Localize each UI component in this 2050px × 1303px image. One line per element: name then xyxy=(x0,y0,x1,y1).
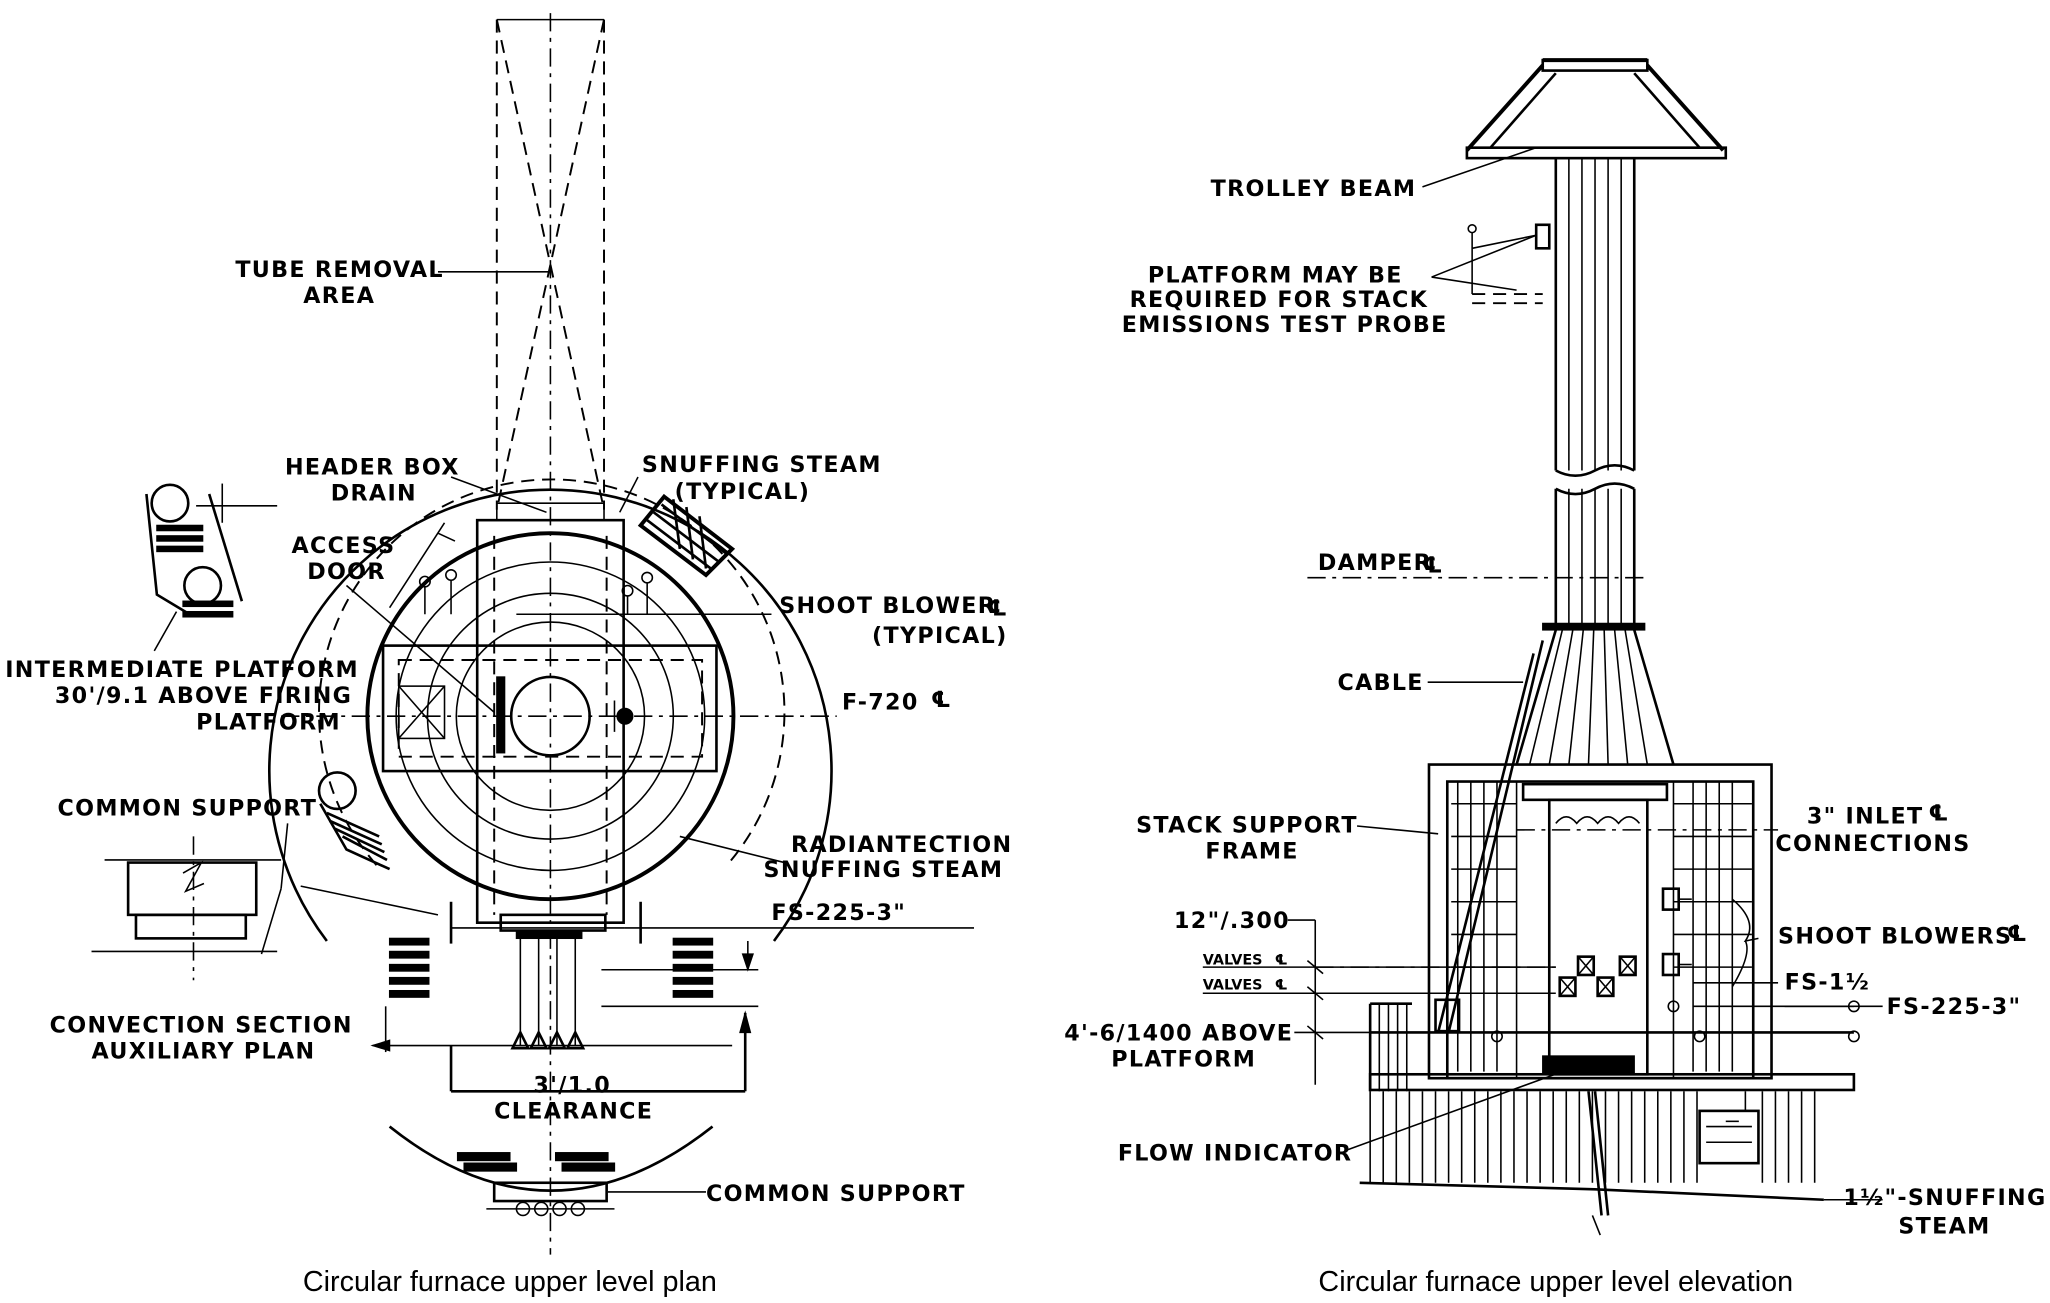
label-access-door: DOOR xyxy=(307,559,386,585)
label-header-box-drain: DRAIN xyxy=(331,481,417,507)
shoot-blower-pins xyxy=(418,569,654,615)
label-shoot-blower-typical: (TYPICAL) xyxy=(872,623,1008,649)
elevation-caption: Circular furnace upper level elevation xyxy=(1318,1266,1793,1298)
label-trolley-beam: TROLLEY BEAM xyxy=(1211,176,1417,202)
label-intermediate-platform: INTERMEDIATE PLATFORM xyxy=(5,657,359,683)
label-above-platform: 4'-6/1400 ABOVE xyxy=(1064,1020,1293,1046)
label-radiantection: RADIANTECTION xyxy=(791,832,1012,858)
label-shoot-blowers: SHOOT BLOWERS xyxy=(1778,924,2012,950)
centerline-symbol: ℄ xyxy=(1275,953,1288,969)
label-access: ACCESS xyxy=(292,533,396,559)
plan-labels: TUBE REMOVAL AREA HEADER BOX DRAIN SNUFF… xyxy=(5,257,1012,1207)
furnace-shell xyxy=(268,478,837,942)
label-convection: CONVECTION SECTION xyxy=(50,1012,353,1038)
label-clearance: CLEARANCE xyxy=(494,1099,653,1125)
elevation-labels: TROLLEY BEAM PLATFORM MAY BE REQUIRED FO… xyxy=(1064,176,2046,1240)
centerline-symbol: ℄ xyxy=(931,687,952,713)
label-convection-auxiliary: AUXILIARY PLAN xyxy=(92,1039,316,1065)
label-snuffing: 1½"-SNUFFING xyxy=(1843,1185,2046,1211)
centerline-symbol: ℄ xyxy=(2007,921,2028,947)
label-common-support-top: COMMON SUPPORT xyxy=(58,796,318,822)
label-snuffing-steam: SNUFFING STEAM xyxy=(642,452,882,478)
label-inlet-connections: CONNECTIONS xyxy=(1775,831,1970,857)
label-stack-support-frame: FRAME xyxy=(1205,839,1298,865)
tube-removal-area xyxy=(495,13,605,1255)
label-snuffing-typical: (TYPICAL) xyxy=(675,479,811,505)
furnace-base xyxy=(1359,1091,1883,1236)
label-tube-removal: TUBE REMOVAL xyxy=(235,257,444,283)
label-tube-removal-area: AREA xyxy=(303,283,375,309)
label-fs225-elevation: FS-225-3" xyxy=(1887,994,2022,1020)
plan-caption: Circular furnace upper level plan xyxy=(303,1266,717,1298)
label-valves-1: VALVES xyxy=(1203,953,1263,969)
centerline-symbol: ℄ xyxy=(987,596,1008,622)
common-support-detail xyxy=(91,771,439,981)
intermediate-platform-detail xyxy=(145,483,278,652)
label-common-support-bottom: COMMON SUPPORT xyxy=(706,1181,966,1207)
label-valves-2: VALVES xyxy=(1203,977,1263,993)
platform-deck xyxy=(1315,998,1860,1092)
label-platform: PLATFORM xyxy=(1111,1046,1256,1072)
label-required-stack: REQUIRED FOR STACK xyxy=(1130,287,1429,313)
label-flow-indicator: FLOW INDICATOR xyxy=(1118,1141,1353,1167)
emissions-probe xyxy=(1431,223,1551,305)
shoot-blowers xyxy=(1661,887,1759,1013)
centerline-symbol: ℄ xyxy=(1928,801,1949,827)
stack-cone xyxy=(1515,629,1675,765)
label-inlet: 3" INLET xyxy=(1807,803,1924,829)
label-fs1-5: FS-1½ xyxy=(1785,969,1870,995)
lower-stack xyxy=(1307,488,1648,631)
elevation-view: TROLLEY BEAM PLATFORM MAY BE REQUIRED FO… xyxy=(1064,58,2046,1298)
elevation-dimensions xyxy=(1202,919,1556,1085)
centerline-symbol: ℄ xyxy=(1422,552,1443,578)
label-clearance-dim: 3'/1.0 xyxy=(533,1073,611,1099)
label-snuffing-steam-elev: STEAM xyxy=(1898,1214,1990,1240)
centerline-symbol: ℄ xyxy=(1275,977,1288,993)
convection-section xyxy=(370,901,759,1093)
access-door-leader xyxy=(345,584,495,713)
label-damper: DAMPER xyxy=(1318,550,1432,576)
label-intermediate-height: 30'/9.1 ABOVE FIRING xyxy=(55,683,352,709)
label-header-box: HEADER BOX xyxy=(285,454,460,480)
label-cable: CABLE xyxy=(1337,670,1423,696)
label-radiantection-snuffing: SNUFFING STEAM xyxy=(764,857,1004,883)
label-fs225-plan: FS-225-3" xyxy=(771,900,906,926)
label-f720: F-720 xyxy=(842,690,919,716)
label-shoot-blower: SHOOT BLOWER xyxy=(779,593,996,619)
snuffing-steam-pattern xyxy=(637,493,736,578)
cross-beam-frame xyxy=(381,644,718,773)
trolley-beam xyxy=(1465,58,1728,160)
label-dim-12: 12"/.300 xyxy=(1174,908,1290,934)
bottom-common-support xyxy=(388,1125,714,1217)
plan-view: TUBE REMOVAL AREA HEADER BOX DRAIN SNUFF… xyxy=(5,13,1012,1298)
label-stack-support: STACK SUPPORT xyxy=(1136,813,1358,839)
stack-support-frame xyxy=(1427,763,1773,1080)
upper-stack xyxy=(1554,158,1636,496)
label-emissions-probe: EMISSIONS TEST PROBE xyxy=(1122,312,1448,338)
label-platform-may-be: PLATFORM MAY BE xyxy=(1148,262,1403,288)
label-intermediate-platform-2: PLATFORM xyxy=(196,709,341,735)
